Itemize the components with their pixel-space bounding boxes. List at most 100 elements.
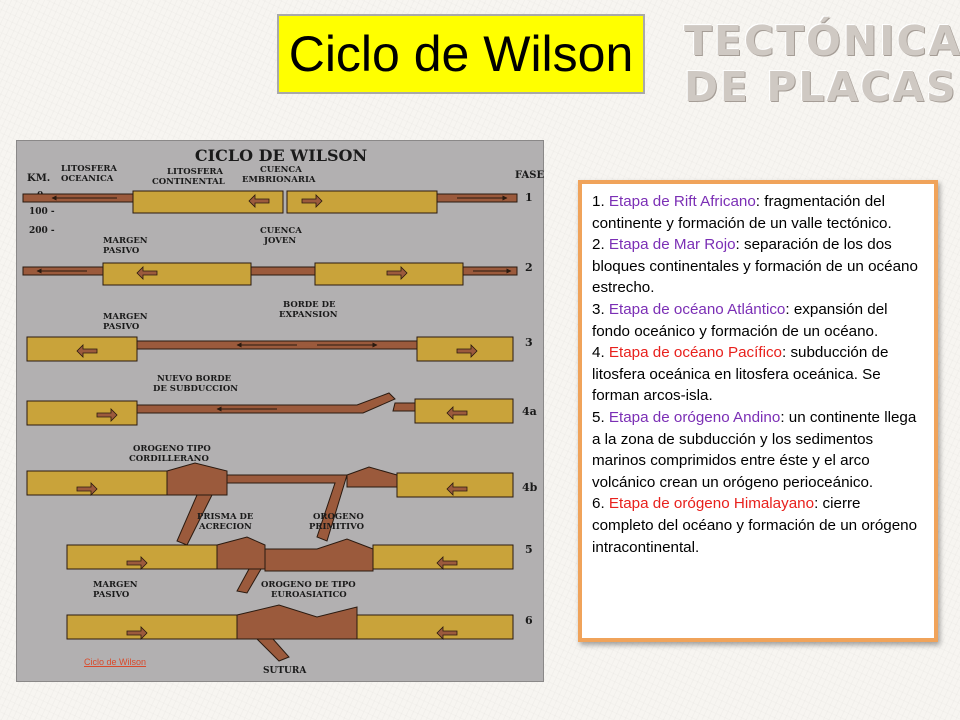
plate <box>102 262 252 286</box>
arrow <box>76 482 98 496</box>
label-litosfera-continental-2: CONTINENTAL <box>152 177 225 187</box>
stage-name: Etapa de Rift Africano <box>608 193 756 210</box>
arrow <box>248 194 270 208</box>
plate <box>136 392 396 414</box>
label-borde-expansion-1: BORDE DE <box>283 300 336 310</box>
plate <box>255 638 290 662</box>
phase-4a: 4a <box>522 405 537 418</box>
stage-name: Etapa de océano Atlántico <box>608 300 786 318</box>
stage-description: expansión del fondo oceánico y formación… <box>592 300 888 340</box>
phase-2: 2 <box>525 261 533 274</box>
stage-description: subducción de litosfera oceánica en lito… <box>592 344 889 405</box>
phase-1: 1 <box>525 191 533 204</box>
arrow <box>76 344 98 358</box>
arrow <box>96 408 118 422</box>
label-nuevo-borde-2: DE SUBDUCCION <box>153 384 238 394</box>
stage-description: cierre completo del océano y formación d… <box>592 495 918 556</box>
km-tick-100: 100 - <box>29 207 55 217</box>
label-nuevo-borde-1: NUEVO BORDE <box>157 374 232 384</box>
arrow <box>446 482 468 496</box>
arrow <box>456 344 478 358</box>
label-cuenca-embrionaria-2: EMBRIONARIA <box>242 175 316 185</box>
arrow <box>301 194 323 208</box>
stage-name: Etapa de océano Pacífico <box>608 344 782 362</box>
plate <box>396 472 514 498</box>
slide-title: Ciclo de Wilson <box>277 14 645 94</box>
figure-source-link[interactable]: Ciclo de Wilson <box>84 657 147 667</box>
plate <box>392 402 416 412</box>
plate <box>346 466 398 488</box>
stages-description: 1. Etapa de Rift Africano: fragmentación… <box>578 180 938 642</box>
stage-5: 5. Etapa de orógeno Andino: un continent… <box>592 407 926 493</box>
plate <box>264 538 374 572</box>
arrow <box>436 626 458 640</box>
label-margen-pasivo-b-2: PASIVO <box>103 322 140 332</box>
phase-3: 3 <box>525 336 533 349</box>
label-margen-pasivo-a-1: MARGEN <box>103 236 148 246</box>
plate <box>26 470 168 496</box>
stage-name: Etapa de Mar Rojo <box>608 236 736 254</box>
stage-separator: : <box>735 236 740 254</box>
section-header: TECTÓNICA DE PLACAS <box>684 18 960 111</box>
label-orogeno-primitivo-2: PRIMITIVO <box>309 522 365 532</box>
stage-separator: : <box>781 344 787 362</box>
stage-separator: : <box>780 408 785 426</box>
phase-5: 5 <box>525 543 533 556</box>
arrow <box>436 556 458 570</box>
stage-name: Etapa de orógeno Andino <box>608 408 781 426</box>
wilson-cycle-svg: CICLO DE WILSON KM. 0 100 - 200 - FASE 1… <box>22 146 544 676</box>
arrow <box>386 266 408 280</box>
arrow <box>126 556 148 570</box>
plate <box>250 266 316 276</box>
phase-4b: 4b <box>522 481 538 494</box>
stage-description: un continente llega a la zona de subducc… <box>592 408 917 491</box>
stage-1: 1. Etapa de Rift Africano: fragmentación… <box>592 191 926 234</box>
stage-separator: : <box>814 495 819 513</box>
label-borde-expansion-2: EXPANSION <box>279 310 338 320</box>
plate <box>216 536 266 570</box>
label-sutura: SUTURA <box>263 666 307 676</box>
label-margen-pasivo-a-2: PASIVO <box>103 246 140 256</box>
diagram-heading: CICLO DE WILSON <box>195 146 367 165</box>
label-orogeno-cordillerano-1: OROGENO TIPO <box>133 444 211 454</box>
stage-number: 6. <box>592 495 609 513</box>
stage-description: fragmentación del continente y formación… <box>592 193 892 232</box>
section-header-line-2: DE PLACAS <box>684 63 958 111</box>
stage-separator: : <box>755 193 761 210</box>
stage-4: 4. Etapa de océano Pacífico: subducción … <box>592 342 926 407</box>
wilson-cycle-diagram: CICLO DE WILSON KM. 0 100 - 200 - FASE 1… <box>16 140 544 682</box>
label-litosfera-oceanica-2: OCEANICA <box>61 174 114 184</box>
label-cuenca-embrionaria-1: CUENCA <box>260 165 302 175</box>
phase-6: 6 <box>525 614 533 627</box>
stage-3: 3. Etapa de océano Atlántico: expansión … <box>592 299 926 342</box>
label-orogeno-primitivo-1: OROGENO <box>313 512 364 522</box>
label-litosfera-oceanica-1: LITOSFERA <box>61 164 117 174</box>
label-litosfera-continental-1: LITOSFERA <box>167 167 223 177</box>
plate <box>26 400 138 426</box>
plate <box>66 614 238 640</box>
plate <box>236 604 358 640</box>
label-prisma-acrecion-1: PRISMA DE <box>197 512 254 522</box>
stage-description: separación de los dos bloques continenta… <box>592 236 918 297</box>
arrow <box>446 406 468 420</box>
stage-number: 5. <box>592 408 609 426</box>
label-cuenca-joven-2: JOVEN <box>263 236 296 246</box>
label-prisma-acrecion-2: ACRECION <box>198 522 252 532</box>
plate <box>356 614 514 640</box>
stage-name: Etapa de orógeno Himalayano <box>608 495 815 513</box>
phase1-continent-left <box>132 190 284 214</box>
stage-6: 6. Etapa de orógeno Himalayano: cierre c… <box>592 493 926 558</box>
label-margen-pasivo-b-1: MARGEN <box>103 312 148 322</box>
arrow <box>126 626 148 640</box>
plate <box>166 462 228 496</box>
label-orogeno-cordillerano-2: CORDILLERANO <box>129 454 209 464</box>
stage-number: 3. <box>592 300 609 318</box>
arrow <box>136 266 158 280</box>
km-label: KM. <box>27 173 50 184</box>
label-orogeno-euroasiatico-2: EUROASIATICO <box>271 590 347 600</box>
stage-number: 2. <box>592 236 609 254</box>
label-margen-pasivo-c-1: MARGEN <box>93 580 138 590</box>
label-cuenca-joven-1: CUENCA <box>260 226 302 236</box>
stage-separator: : <box>785 300 790 318</box>
label-margen-pasivo-c-2: PASIVO <box>93 590 130 600</box>
